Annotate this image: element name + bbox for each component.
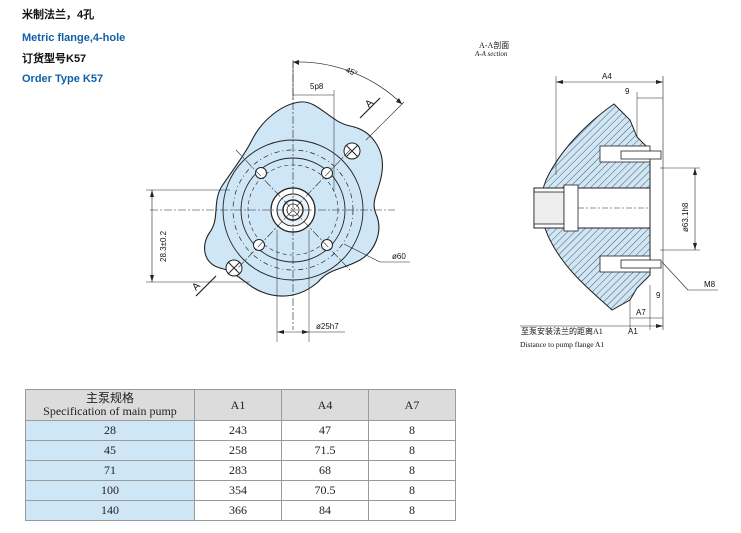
dim-thread: M8 <box>704 280 716 289</box>
distance-caption-zh: 至泵安装法兰的距离A1 <box>521 326 603 336</box>
dim-a1: A1 <box>628 327 638 336</box>
section-view: A-A剖面 A-A section A4 9 ø63.1h8 <box>474 40 718 349</box>
order-type-en: Order Type K57 <box>22 73 104 85</box>
table-row: 100 354 70.5 8 <box>25 480 456 501</box>
order-type-zh: 订货型号K57 <box>22 53 87 65</box>
dim-bolt-circle: 28.3±0.2 <box>159 230 168 262</box>
dim-nine-top: 9 <box>625 87 630 96</box>
table-row: 140 366 84 8 <box>25 500 456 521</box>
table-header-row: 主泵规格 Specification of main pump A1 A4 A7 <box>25 389 456 421</box>
table-row: 71 283 68 8 <box>25 460 456 481</box>
header-a1: A1 <box>194 389 282 421</box>
dim-angle: 45° <box>344 66 359 79</box>
header-spec: 主泵规格 Specification of main pump <box>25 389 195 421</box>
dim-pitch: 5p8 <box>310 82 324 91</box>
section-title-en: A-A section <box>474 50 508 58</box>
section-title-zh: A-A剖面 <box>479 40 509 50</box>
dim-pilot: ø60 <box>392 252 406 261</box>
dim-a4: A4 <box>602 72 612 81</box>
bolt-hole <box>321 167 333 179</box>
table-row: 28 243 47 8 <box>25 420 456 441</box>
header-a4: A4 <box>281 389 369 421</box>
front-view: 45° 5p8 A A 28.3±0.2 ø60 ø25h7 <box>146 60 410 342</box>
title-zh: 米制法兰，4孔 <box>22 9 95 21</box>
title-en: Metric flange,4-hole <box>22 32 126 44</box>
section-mark-top: A <box>363 97 376 110</box>
technical-drawing: 45° 5p8 A A 28.3±0.2 ø60 ø25h7 A-A剖面 A-A… <box>146 40 718 349</box>
distance-caption-en: Distance to pump flange A1 <box>520 340 604 349</box>
table-row: 45 258 71.5 8 <box>25 440 456 461</box>
header-a7: A7 <box>368 389 456 421</box>
dim-nine-bottom: 9 <box>656 291 661 300</box>
dim-a7: A7 <box>636 308 646 317</box>
bolt-hole <box>253 239 265 251</box>
dim-shaft: ø25h7 <box>316 322 339 331</box>
dim-bore: ø63.1h8 <box>681 202 690 232</box>
bolt-hole <box>255 167 267 179</box>
bolt-hole <box>321 239 333 251</box>
spec-table: 主泵规格 Specification of main pump A1 A4 A7… <box>25 389 456 521</box>
